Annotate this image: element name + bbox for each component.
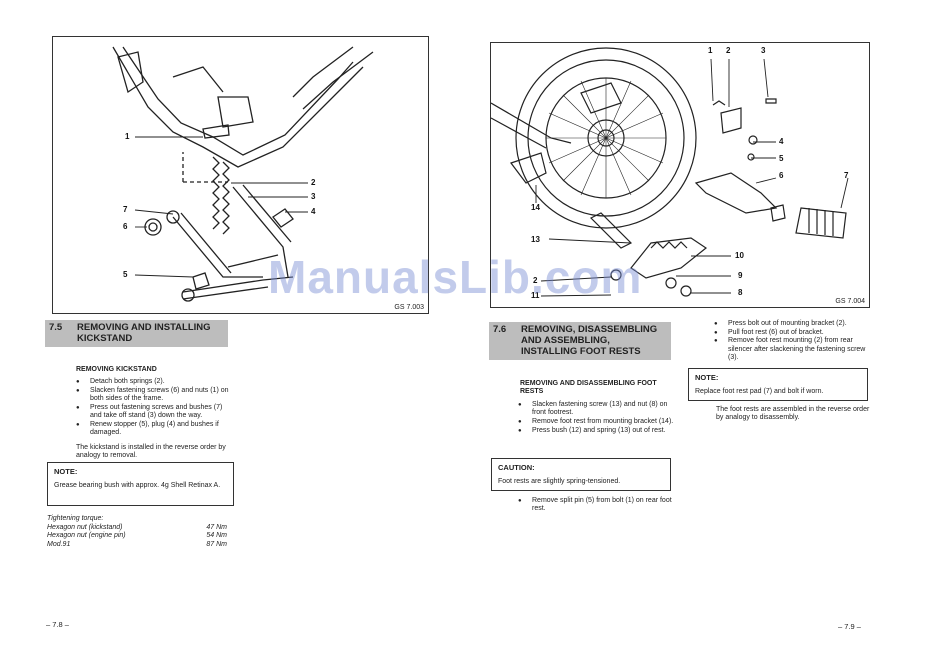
callout-5: 5: [779, 154, 784, 163]
callout-8: 8: [738, 288, 743, 297]
list-item: Detach both springs (2).: [74, 378, 234, 386]
list-item: Press bolt out of mounting bracket (2).: [712, 320, 872, 328]
list-item: Remove split pin (5) from bolt (1) on re…: [516, 497, 676, 513]
figure-reference: GS 7.003: [394, 304, 424, 311]
install-note: The kickstand is installed in the revers…: [76, 444, 226, 460]
torque-table: Tightening torque: Hexagon nut (kickstan…: [47, 515, 227, 549]
assembly-note: The foot rests are assembled in the reve…: [716, 406, 870, 422]
list-item: Slacken fastening screw (13) and nut (8)…: [516, 401, 676, 417]
note-title: NOTE:: [54, 467, 78, 476]
callout-2: 2: [311, 178, 316, 187]
callout-1: 1: [708, 46, 713, 55]
section-title: REMOVING AND INSTALLING KICKSTAND: [77, 322, 211, 344]
disassembly-steps-continued: Remove split pin (5) from bolt (1) on re…: [516, 497, 676, 514]
kickstand-illustration: [112, 46, 374, 302]
callout-10: 10: [735, 251, 744, 260]
disassembly-steps-column-2: Press bolt out of mounting bracket (2). …: [712, 320, 872, 363]
callout-6: 6: [123, 222, 128, 231]
figure-reference: GS 7.004: [835, 298, 865, 305]
table-row: Hexagon nut (engine pin)54 Nm: [47, 532, 227, 539]
callout-3: 3: [761, 46, 766, 55]
subheading: REMOVING KICKSTAND: [76, 366, 157, 373]
note-title: NOTE:: [695, 373, 719, 382]
list-item: Remove foot rest mounting (2) from rear …: [712, 337, 872, 362]
torque-heading: Tightening torque:: [47, 515, 104, 522]
kickstand-figure: 1 2 3 4 7 6 5 GS 7.003: [52, 36, 429, 314]
disassembly-steps: Slacken fastening screw (13) and nut (8)…: [516, 401, 676, 435]
note-text: Replace foot rest pad (7) and bolt if wo…: [695, 388, 824, 395]
note-box: NOTE: Replace foot rest pad (7) and bolt…: [688, 368, 868, 401]
callout-2: 2: [726, 46, 731, 55]
callout-4: 4: [779, 137, 784, 146]
callout-2-lower: 2: [533, 276, 538, 285]
section-number: 7.6: [493, 324, 507, 335]
removal-steps: Detach both springs (2). Slacken fasteni…: [74, 378, 234, 437]
list-item: Pull foot rest (6) out of bracket.: [712, 329, 872, 337]
callout-11: 11: [531, 291, 540, 300]
list-item: Slacken fastening screws (6) and nuts (1…: [74, 387, 234, 403]
callout-13: 13: [531, 235, 540, 244]
note-text: Grease bearing bush with approx. 4g Shel…: [54, 482, 221, 489]
list-item: Press out fastening screws and bushes (7…: [74, 404, 234, 420]
callout-1: 1: [125, 132, 130, 141]
page-number-left: – 7.8 –: [46, 620, 69, 629]
subheading: REMOVING AND DISASSEMBLING FOOT RESTS: [520, 380, 657, 395]
callout-3: 3: [311, 192, 316, 201]
section-number: 7.5: [49, 322, 63, 333]
footrest-illustration: [490, 47, 849, 297]
section-title: REMOVING, DISASSEMBLING AND ASSEMBLING, …: [521, 324, 658, 357]
table-row: Hexagon nut (kickstand)47 Nm: [47, 523, 227, 531]
callout-7: 7: [123, 205, 128, 214]
list-item: Remove foot rest from mounting bracket (…: [516, 418, 676, 426]
callout-5: 5: [123, 270, 128, 279]
note-box: NOTE: Grease bearing bush with approx. 4…: [47, 462, 234, 506]
caution-title: CAUTION:: [498, 463, 535, 472]
callout-9: 9: [738, 271, 743, 280]
list-item: Press bush (12) and spring (13) out of r…: [516, 427, 676, 435]
section-heading: 7.5 REMOVING AND INSTALLING KICKSTAND: [45, 320, 228, 347]
callout-6: 6: [779, 171, 784, 180]
callout-14: 14: [531, 203, 540, 212]
caution-text: Foot rests are slightly spring-tensioned…: [498, 478, 621, 485]
callout-4: 4: [311, 207, 316, 216]
page-number-right: – 7.9 –: [838, 622, 861, 631]
footrest-figure: 1 2 3 4 5 6 7 14 13 10 9 8 2 11 GS 7.004: [490, 42, 870, 308]
section-heading: 7.6 REMOVING, DISASSEMBLING AND ASSEMBLI…: [489, 322, 671, 360]
list-item: Renew stopper (5), plug (4) and bushes i…: [74, 421, 234, 437]
caution-box: CAUTION: Foot rests are slightly spring-…: [491, 458, 671, 491]
callout-7: 7: [844, 171, 849, 180]
